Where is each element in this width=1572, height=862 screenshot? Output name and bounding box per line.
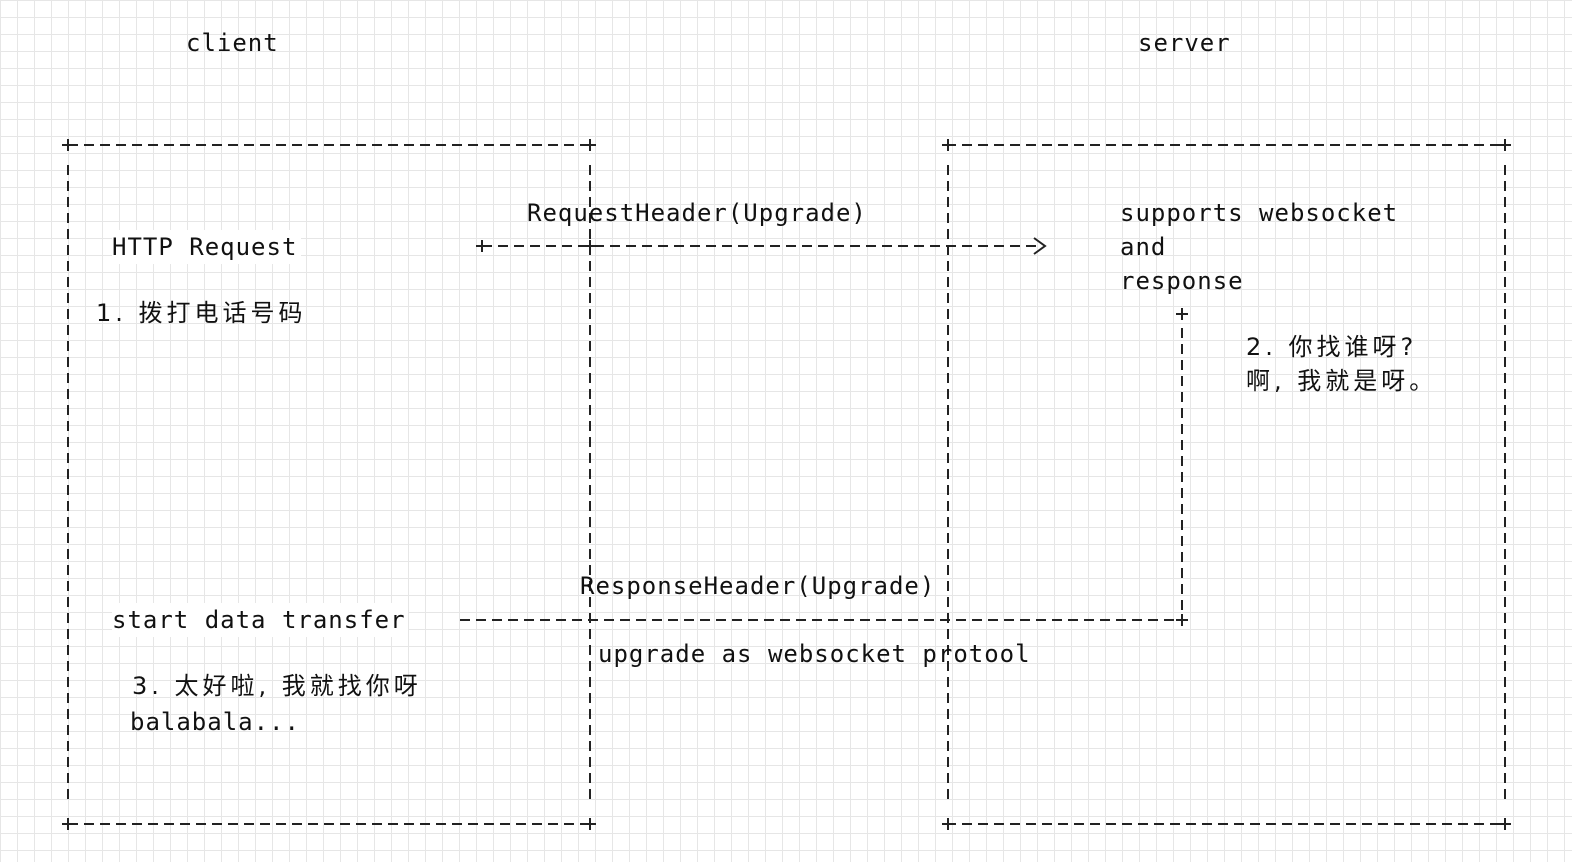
client-corner-br [584,818,596,830]
client-corner-tr [584,139,596,151]
start-transfer-label: start data transfer [112,603,408,637]
step3-line2: balabala... [130,708,300,736]
supports-line3: response [1120,267,1244,295]
response-plus-end [1176,614,1188,626]
response-header-label: ResponseHeader(Upgrade) [580,572,936,600]
server-corner-bl [942,818,954,830]
step1-label: 1. 拨打电话号码 [96,299,307,327]
request-arrow-head [1033,237,1047,255]
step3-line1: 3. 太好啦, 我就找你呀 [132,672,422,700]
server-title: server [1138,29,1231,57]
request-header-label: RequestHeader(Upgrade) [527,199,867,227]
upgrade-protocol-label: upgrade as websocket protool [598,640,1031,668]
step2-line2: 啊, 我就是呀。 [1246,367,1438,395]
http-request-label: HTTP Request [112,230,302,264]
step2-line1: 2. 你找谁呀? [1246,333,1418,361]
client-corner-tl [62,139,74,151]
request-plus-mid [584,240,596,252]
request-plus-start [476,240,488,252]
client-title: client [186,29,279,57]
server-corner-br [1499,818,1511,830]
server-corner-tr [1499,139,1511,151]
supports-line1: supports websocket [1120,199,1399,227]
server-plus [1176,308,1188,320]
server-corner-tl [942,139,954,151]
client-corner-bl [62,818,74,830]
supports-line2: and [1120,233,1167,261]
